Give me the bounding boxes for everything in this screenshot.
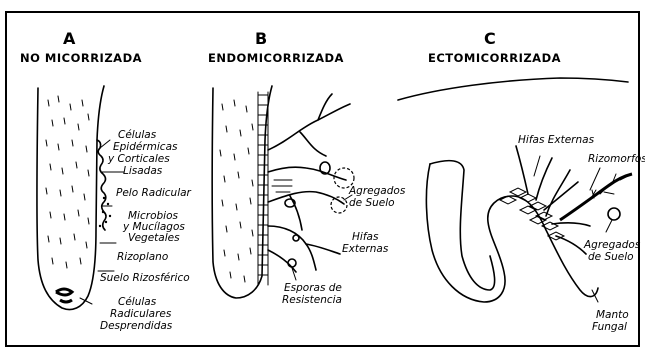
label-mantle-c-2: Fungal [592,321,627,333]
label-hyphae-b-2: Externas [342,243,389,255]
root-texture-b [220,100,253,282]
label-rhizoplane: Rizoplano [117,251,168,263]
label-aggregates-c-2: de Suelo [588,251,634,263]
panel-c: C ECTOMICORRIZADA Hifas Externas [398,29,645,333]
label-rhizomorphs-c: Rizomorfos [588,153,645,165]
soil-aggregate-c [608,208,620,220]
rhizomorph-c [560,174,632,220]
label-mantle-c-1: Manto [596,309,629,321]
hyphae-c [516,146,590,254]
label-cells-1: Células [118,129,157,141]
soil-surface-c [398,78,628,100]
panel-b-title: ENDOMICORRIZADA [208,51,344,65]
hyphae-b [268,94,350,272]
root-cap-debris [56,289,72,302]
spore-b-1 [288,259,296,267]
label-shed-2: Radiculares [110,308,172,320]
label-spores-b-1: Esporas de [284,282,342,294]
aggregate-arrow-c [606,220,612,232]
panel-a-title: NO MICORRIZADA [20,51,142,65]
label-shed-1: Células [118,296,157,308]
root-texture-a [46,96,89,268]
arbuscule-b [272,180,292,192]
label-cells-2: Epidérmicas [113,141,178,153]
panel-c-title: ECTOMICORRIZADA [428,51,561,65]
panel-a: A NO MICORRIZADA Células Epidérmicas y C… [20,29,192,332]
label-aggregates-c-1: Agregados [583,239,641,251]
panel-c-letter: C [484,29,496,48]
panel-b-letter: B [255,29,267,48]
label-rhizosphere: Suelo Rizosférico [100,272,190,284]
hyphae-arrow-c [534,156,540,176]
label-cells-4: Lisadas [123,165,163,177]
surface-cells-a [97,140,106,230]
label-aggregates-b-1: Agregados [348,185,406,197]
panel-a-letter: A [63,29,76,48]
label-hyphae-c: Hifas Externas [518,134,595,146]
label-shed-3: Desprendidas [100,320,173,332]
label-cells-3: y Corticales [107,153,170,165]
label-microbes-3: Vegetales [128,232,180,244]
rhizomorph-arrow-c [590,168,600,190]
root-outline-b [212,86,272,298]
root-outline-c [426,164,598,302]
label-aggregates-b-2: de Suelo [349,197,395,209]
label-spores-b-2: Resistencia [282,294,342,306]
root-outline-a [37,86,104,310]
label-root-hair: Pelo Radicular [116,187,192,199]
spore-b-2 [293,235,299,241]
label-hyphae-b-1: Hifas [352,231,379,243]
panel-b: B ENDOMICORRIZADA [208,29,406,306]
